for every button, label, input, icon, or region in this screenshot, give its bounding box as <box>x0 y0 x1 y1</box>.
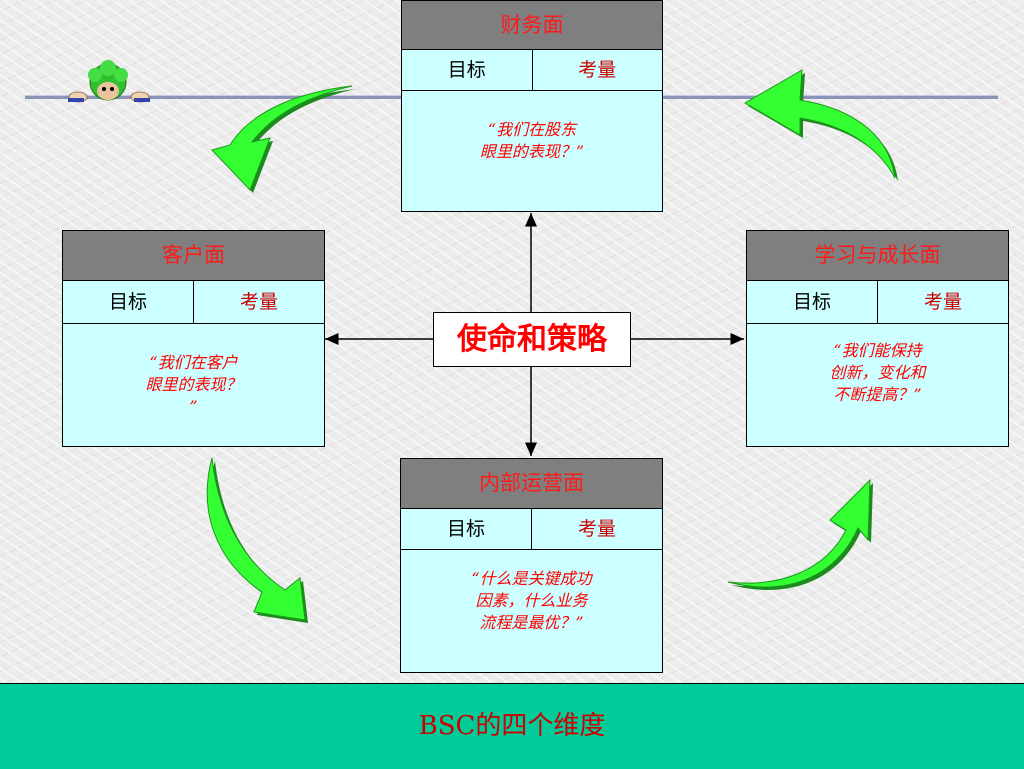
internal-measure-label: 考量 <box>577 518 616 540</box>
curved-arrow-bottom-right <box>727 478 873 590</box>
customer-quote-line: ” <box>189 397 198 416</box>
internal-quote-line: 因素，什么业务 <box>475 591 588 610</box>
customer-quote-line: 眼里的表现？ <box>145 375 242 394</box>
finance-quote: “我们在股东 眼里的表现？” <box>402 119 662 163</box>
finance-measure-label: 考量 <box>578 59 617 81</box>
finance-quote-line: 眼里的表现？” <box>479 142 585 161</box>
customer-quote: “我们在客户 眼里的表现？ ” <box>63 352 324 418</box>
internal-goal-label: 目标 <box>401 509 532 549</box>
peeking-character-icon <box>68 60 150 103</box>
footer-title: BSC的四个维度 <box>418 711 606 741</box>
customer-goal-label: 目标 <box>63 281 194 323</box>
finance-columns: 目标 考量 <box>402 50 662 91</box>
customer-measure-label: 考量 <box>239 291 278 313</box>
learning-quote-line: “我们能保持 <box>833 341 922 360</box>
mission-strategy-box: 使命和策略 <box>433 312 631 367</box>
learning-columns: 目标 考量 <box>747 281 1008 324</box>
finance-title: 财务面 <box>402 1 662 50</box>
learning-title: 学习与成长面 <box>747 231 1008 281</box>
curved-arrow-top-right <box>744 69 898 181</box>
learning-goal-label: 目标 <box>747 281 878 323</box>
finance-quote-line: “我们在股东 <box>487 120 577 139</box>
curved-arrow-top-left <box>211 85 355 193</box>
internal-quote-line: “什么是关键成功 <box>471 569 592 588</box>
finance-goal-label: 目标 <box>402 50 533 90</box>
internal-quote: “什么是关键成功 因素，什么业务 流程是最优？” <box>401 568 662 634</box>
learning-measure-label: 考量 <box>923 291 962 313</box>
learning-quote: “我们能保持 创新，变化和 不断提高？” <box>747 340 1008 406</box>
learning-quote-line: 创新，变化和 <box>829 363 926 382</box>
internal-quote-line: 流程是最优？” <box>479 613 584 632</box>
internal-operations-perspective-box: 内部运营面 目标 考量 “什么是关键成功 因素，什么业务 流程是最优？” <box>400 458 663 673</box>
internal-columns: 目标 考量 <box>401 509 662 550</box>
customer-perspective-box: 客户面 目标 考量 “我们在客户 眼里的表现？ ” <box>62 230 325 447</box>
customer-quote-line: “我们在客户 <box>149 353 238 372</box>
customer-columns: 目标 考量 <box>63 281 324 324</box>
footer-title-bar: BSC的四个维度 <box>0 683 1024 769</box>
learning-quote-line: 不断提高？” <box>833 385 922 404</box>
curved-arrow-bottom-left <box>206 457 308 623</box>
customer-title: 客户面 <box>63 231 324 281</box>
finance-perspective-box: 财务面 目标 考量 “我们在股东 眼里的表现？” <box>401 0 663 212</box>
internal-title: 内部运营面 <box>401 459 662 509</box>
learning-growth-perspective-box: 学习与成长面 目标 考量 “我们能保持 创新，变化和 不断提高？” <box>746 230 1009 447</box>
